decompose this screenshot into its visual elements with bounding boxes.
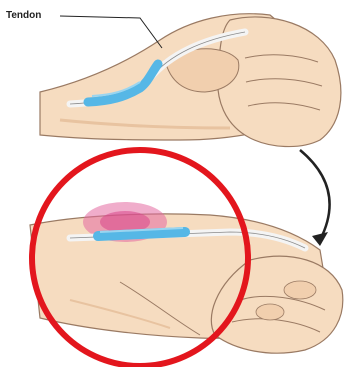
tendon-label-leader bbox=[60, 16, 162, 48]
upper-hand bbox=[40, 14, 341, 147]
lower-hand bbox=[30, 202, 343, 353]
curved-arrow-icon bbox=[300, 150, 330, 246]
lower-tendon-sheath bbox=[98, 232, 185, 236]
